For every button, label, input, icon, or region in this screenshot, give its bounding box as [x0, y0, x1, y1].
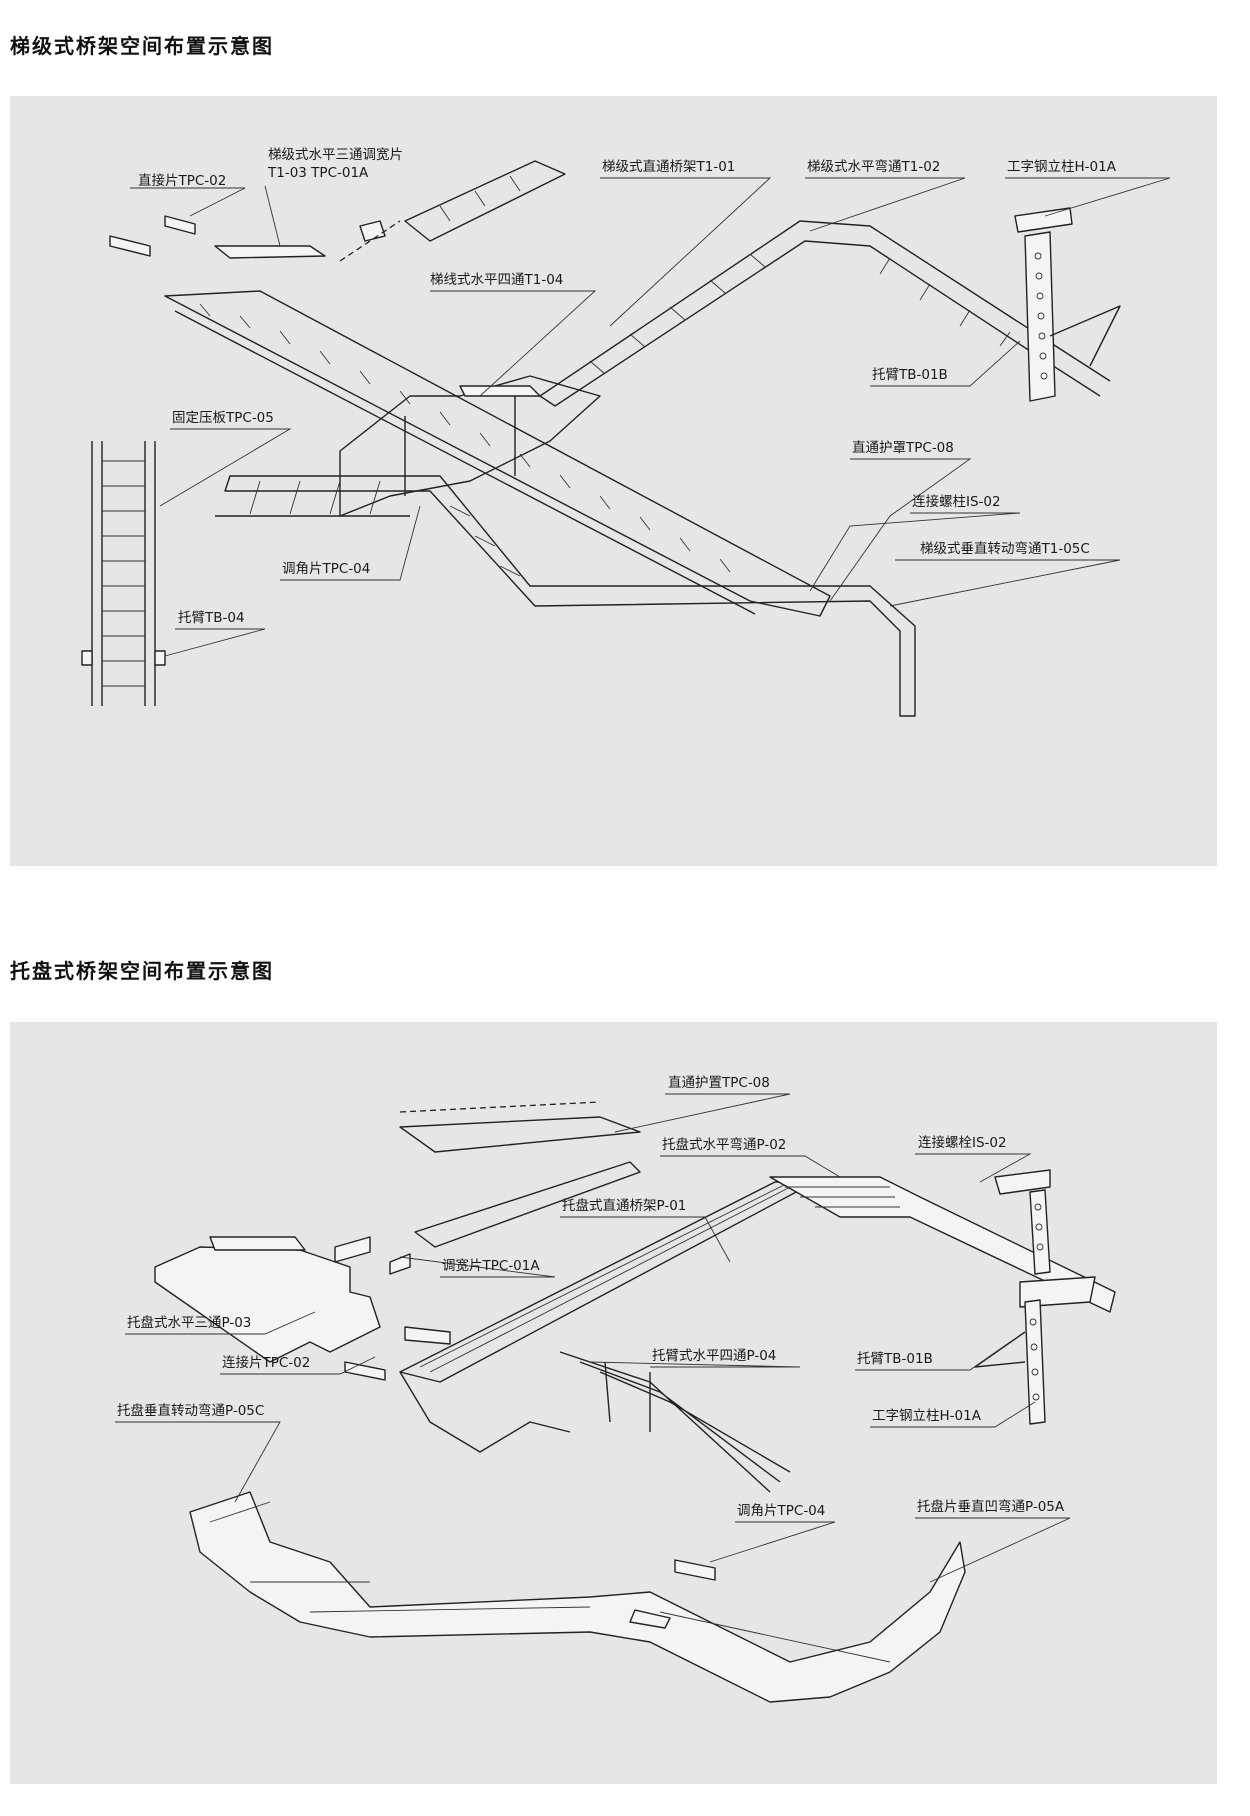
label-p-01: 托盘式直通桥架P-01	[562, 1197, 686, 1214]
label-t1-01: 梯级式直通桥架T1-01	[602, 159, 735, 175]
straight-cover	[399, 1101, 641, 1248]
label-tpc-08: 直通护置TPC-08	[668, 1075, 770, 1091]
ladder-main-run	[164, 290, 831, 617]
label-t1-03-a: 梯级式水平三通调宽片	[268, 146, 403, 163]
label-t1-03-b: T1-03 TPC-01A	[267, 165, 369, 181]
cable-tray-drawing: 直通护置TPC-08 托盘式水平弯通P-02 连接螺栓IS-02 托盘式直通桥架…	[115, 1075, 1116, 1703]
loose-parts-top	[109, 160, 566, 262]
label-tpc-04: 调角片TPC-04	[282, 561, 370, 577]
ladder-vertical-left	[81, 441, 166, 706]
label-h-01a: 工字钢立柱H-01A	[872, 1408, 982, 1424]
section1-title: 梯级式桥架空间布置示意图	[10, 34, 274, 58]
tray-main-run	[399, 1181, 816, 1453]
tray-leaders	[115, 1093, 1071, 1583]
ladder-tray-drawing: 直接片TPC-02 梯级式水平三通调宽片 T1-03 TPC-01A 梯级式直通…	[81, 146, 1171, 717]
label-tb-01b: 托臂TB-01B	[872, 367, 948, 383]
tray-small-parts	[334, 1236, 451, 1381]
i-beam-column	[1014, 207, 1121, 402]
ladder-tray-diagram: 直接片TPC-02 梯级式水平三通调宽片 T1-03 TPC-01A 梯级式直通…	[10, 96, 1217, 866]
i-beam-column-upper	[994, 1169, 1051, 1275]
label-tb-04: 托臂TB-04	[178, 610, 245, 626]
i-beam-column-lower	[974, 1276, 1096, 1425]
ladder-leaders	[130, 177, 1171, 657]
ladder-vertical-bend-run	[215, 475, 916, 717]
label-h-01a: 工字钢立柱H-01A	[1007, 159, 1117, 175]
label-p-02: 托盘式水平弯通P-02	[662, 1136, 786, 1153]
label-tpc-01a: 调宽片TPC-01A	[442, 1257, 540, 1274]
label-tpc-05: 固定压板TPC-05	[172, 410, 274, 426]
label-tpc-02: 连接片TPC-02	[222, 1354, 310, 1371]
label-tpc-04: 调角片TPC-04	[737, 1503, 825, 1519]
label-t1-04: 梯线式水平四通T1-04	[430, 272, 563, 288]
tray-four-way	[559, 1351, 791, 1493]
section2-title: 托盘式桥架空间布置示意图	[10, 959, 274, 983]
label-p-04: 托臂式水平四通P-04	[652, 1348, 776, 1364]
label-tpc-08: 直通护罩TPC-08	[852, 440, 954, 456]
tray-horizontal-bend	[769, 1176, 1116, 1313]
label-p-03: 托盘式水平三通P-03	[127, 1314, 251, 1331]
cable-tray-diagram: 直通护置TPC-08 托盘式水平弯通P-02 连接螺栓IS-02 托盘式直通桥架…	[10, 1022, 1217, 1784]
label-p-05c: 托盘垂直转动弯通P-05C	[117, 1402, 264, 1419]
label-tb-01b: 托臂TB-01B	[857, 1351, 933, 1367]
tray-vertical-bend-run	[189, 1491, 966, 1703]
label-t1-05c: 梯级式垂直转动弯通T1-05C	[920, 540, 1090, 557]
label-is-02: 连接螺柱IS-02	[912, 493, 1001, 510]
tray-tee	[154, 1236, 381, 1363]
ladder-four-way	[339, 375, 601, 517]
ladder-bend-run	[539, 220, 1111, 407]
label-is-02: 连接螺栓IS-02	[918, 1134, 1007, 1151]
label-tpc-02: 直接片TPC-02	[138, 172, 226, 189]
label-t1-02: 梯级式水平弯通T1-02	[807, 158, 940, 175]
label-p-05a: 托盘片垂直凹弯通P-05A	[917, 1498, 1065, 1515]
